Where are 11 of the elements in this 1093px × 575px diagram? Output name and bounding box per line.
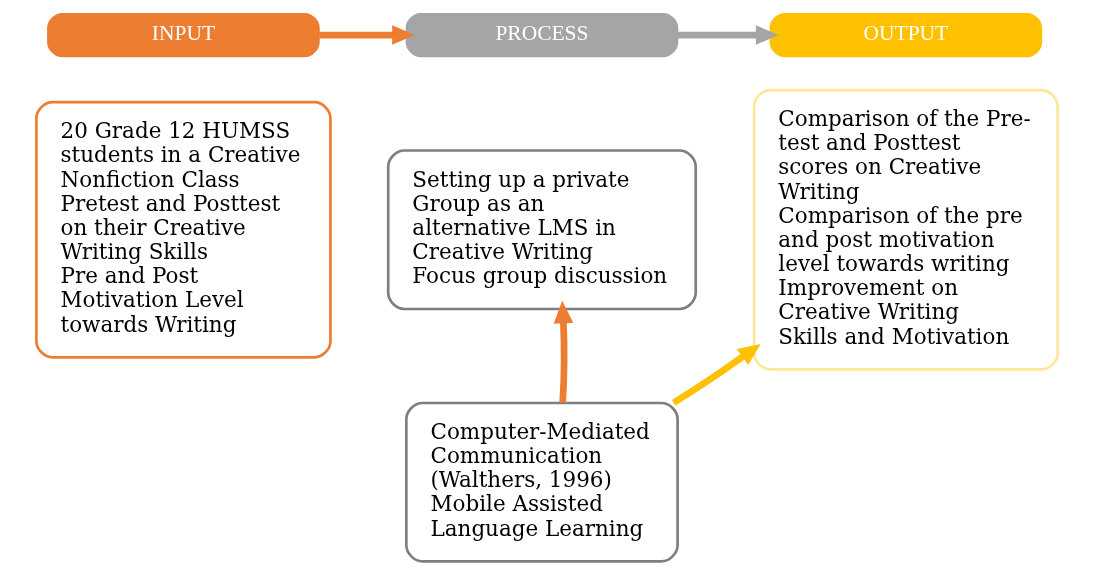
node-box: INPUT — [46, 12, 320, 58]
arrow — [553, 300, 573, 403]
arrow — [671, 343, 761, 406]
node-box: PROCESS — [405, 12, 678, 58]
arrow — [318, 25, 415, 45]
node-box: Computer-Mediated Communication (Walthers, 1996) Mobile Assisted Language Learning — [404, 401, 679, 563]
node-box: Comparison of the Pre-test and Posttest scores on Creative Writing Comparison of the pre and post motivation level towards writing Improvement on Creative Writing Skills and Motivation — [752, 88, 1059, 371]
node-box: Setting up a private Group as an alternative LMS in Creative Writing Focus group discussion — [386, 149, 697, 311]
node-box: OUTPUT — [769, 12, 1042, 58]
node-box: 20 Grade 12 HUMSS students in a Creative Nonfiction Class Pretest and Posttest on their Creative Writing Skills Pre and Post Motivation Level towards Writing — [34, 100, 332, 359]
arrow — [677, 25, 778, 45]
